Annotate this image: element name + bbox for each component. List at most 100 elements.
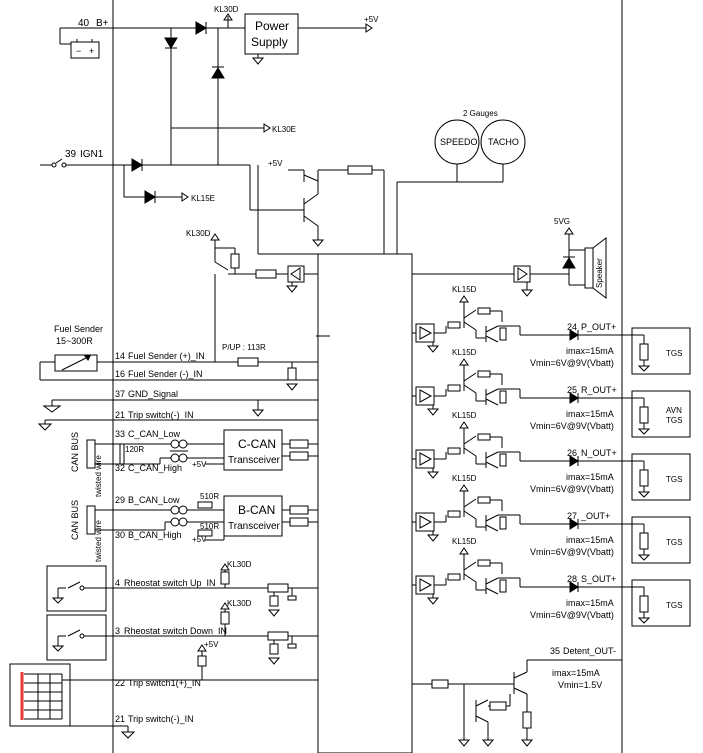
tgs-load-label: TGS xyxy=(666,416,682,425)
resistor-symbol xyxy=(477,307,491,315)
wire xyxy=(485,461,499,469)
kl30d-down-label: KL30D xyxy=(227,599,252,608)
kl15d-label: KL15D xyxy=(452,348,477,357)
resistor-symbol xyxy=(639,343,649,361)
choke-symbol xyxy=(170,439,188,463)
ground-symbol xyxy=(637,428,651,435)
svg-text:−: − xyxy=(76,46,81,56)
wire xyxy=(463,321,477,331)
resistor-symbol xyxy=(431,679,449,689)
output-vmin-label: Vmin=6V@9V(Vbatt) xyxy=(530,610,614,620)
detent-name-label: Detent_OUT- xyxy=(563,646,616,656)
resistor-symbol xyxy=(237,357,259,367)
wire xyxy=(463,447,477,457)
ground-symbol xyxy=(426,597,440,605)
choke-symbol xyxy=(170,505,188,527)
gauges-title: 2 Gauges xyxy=(463,109,498,118)
battery-symbol: − + xyxy=(70,39,100,59)
kl15e-label: KL15E xyxy=(191,194,215,203)
wire xyxy=(463,309,477,319)
resistor-symbol xyxy=(269,643,279,655)
plus5v-mid-label: +5V xyxy=(268,159,283,168)
can-bus-2-label: CAN BUS xyxy=(70,500,80,540)
diode-symbol xyxy=(569,581,579,593)
supply-arrow xyxy=(459,295,469,303)
vg-label: 5VG xyxy=(554,217,570,226)
diode-symbol xyxy=(569,329,579,341)
resistor-symbol xyxy=(639,406,649,424)
output-imax-label: imax=15mA xyxy=(566,346,614,356)
wire xyxy=(485,335,499,343)
can-connector-1 xyxy=(86,439,96,469)
diode-symbol xyxy=(562,257,576,269)
b-can-low-label: B_CAN_Low xyxy=(128,495,180,505)
supply-arrow xyxy=(459,484,469,492)
c-can-transceiver-box xyxy=(223,429,283,471)
ground-symbol xyxy=(426,471,440,479)
rheostat-up-label: Rheostat switch Up_IN xyxy=(124,578,216,588)
resistor-symbol xyxy=(347,165,373,175)
wire xyxy=(485,514,499,522)
b-can-transceiver-box xyxy=(223,495,283,537)
resistor-symbol xyxy=(477,433,491,441)
tgs-load-label: TGS xyxy=(666,475,682,484)
output-pin-label: 26 xyxy=(567,448,577,458)
wire xyxy=(463,498,477,508)
pin-21a-label: 21 xyxy=(115,410,125,420)
resistor-symbol xyxy=(197,529,213,537)
diode-symbol xyxy=(131,158,143,172)
resistor-symbol xyxy=(447,447,461,455)
ground-symbol xyxy=(267,609,281,617)
fuel-sender-plus-label: Fuel Sender (+)_IN xyxy=(128,351,205,361)
resistor-symbol xyxy=(220,611,230,625)
resistor-symbol xyxy=(447,573,461,581)
resistor-symbol xyxy=(267,583,289,593)
detent-pin-label: 35 xyxy=(550,646,560,656)
fuel-sender-title: Fuel Sender xyxy=(54,324,103,334)
output-name-label: S_OUT+ xyxy=(581,574,616,584)
can-bus-1-label: CAN BUS xyxy=(70,432,80,472)
diode-symbol xyxy=(211,67,225,79)
twisted-wire-1-label: twisted wire xyxy=(94,455,103,497)
ground-symbol xyxy=(637,491,651,498)
wire xyxy=(463,384,477,394)
pin-21b-label: 21 xyxy=(115,714,125,724)
pin-32-label: 32 xyxy=(115,463,125,473)
resistor-symbol xyxy=(639,595,649,613)
pin-16-label: 16 xyxy=(115,369,125,379)
ground-symbol xyxy=(51,597,65,604)
resistor-symbol xyxy=(477,370,491,378)
diode-symbol xyxy=(569,392,579,404)
trip-switch-contacts xyxy=(24,673,63,720)
pin-29-label: 29 xyxy=(115,495,125,505)
resistor-symbol xyxy=(269,595,279,607)
output-vmin-label: Vmin=6V@9V(Vbatt) xyxy=(530,547,614,557)
speedo-label: SPEEDO xyxy=(440,137,478,147)
resistor-symbol xyxy=(289,451,309,461)
resistor-symbol xyxy=(477,496,491,504)
diode-symbol xyxy=(195,21,207,35)
speaker-label: Speaker xyxy=(595,258,604,288)
capacitor-symbol xyxy=(287,643,297,649)
power-supply-label-1: Power xyxy=(255,19,289,33)
can-connector-2 xyxy=(86,505,96,535)
ground-symbol xyxy=(637,617,651,624)
output-vmin-label: Vmin=6V@9V(Vbatt) xyxy=(530,421,614,431)
wire xyxy=(485,325,499,333)
ground-symbol xyxy=(426,534,440,542)
c-can-low-label: C_CAN_Low xyxy=(128,429,181,439)
pup-label: P/UP : 113R xyxy=(222,343,266,352)
tgs-load-label: AVN xyxy=(666,406,682,415)
ground-symbol xyxy=(267,657,281,665)
pin-14-label: 14 xyxy=(115,351,125,361)
b-can-title: B-CAN xyxy=(238,503,275,517)
ground-symbol xyxy=(520,739,534,747)
kl30d-mid-label: KL30D xyxy=(186,229,211,238)
r120-label: 120R xyxy=(125,445,144,454)
b-can-5v-label: +5V xyxy=(192,535,207,544)
detent-vmin-label: Vmin=1.5V xyxy=(558,680,602,690)
wire xyxy=(463,510,477,520)
output-pin-label: 27 xyxy=(567,511,577,521)
resistor-symbol xyxy=(447,384,461,392)
